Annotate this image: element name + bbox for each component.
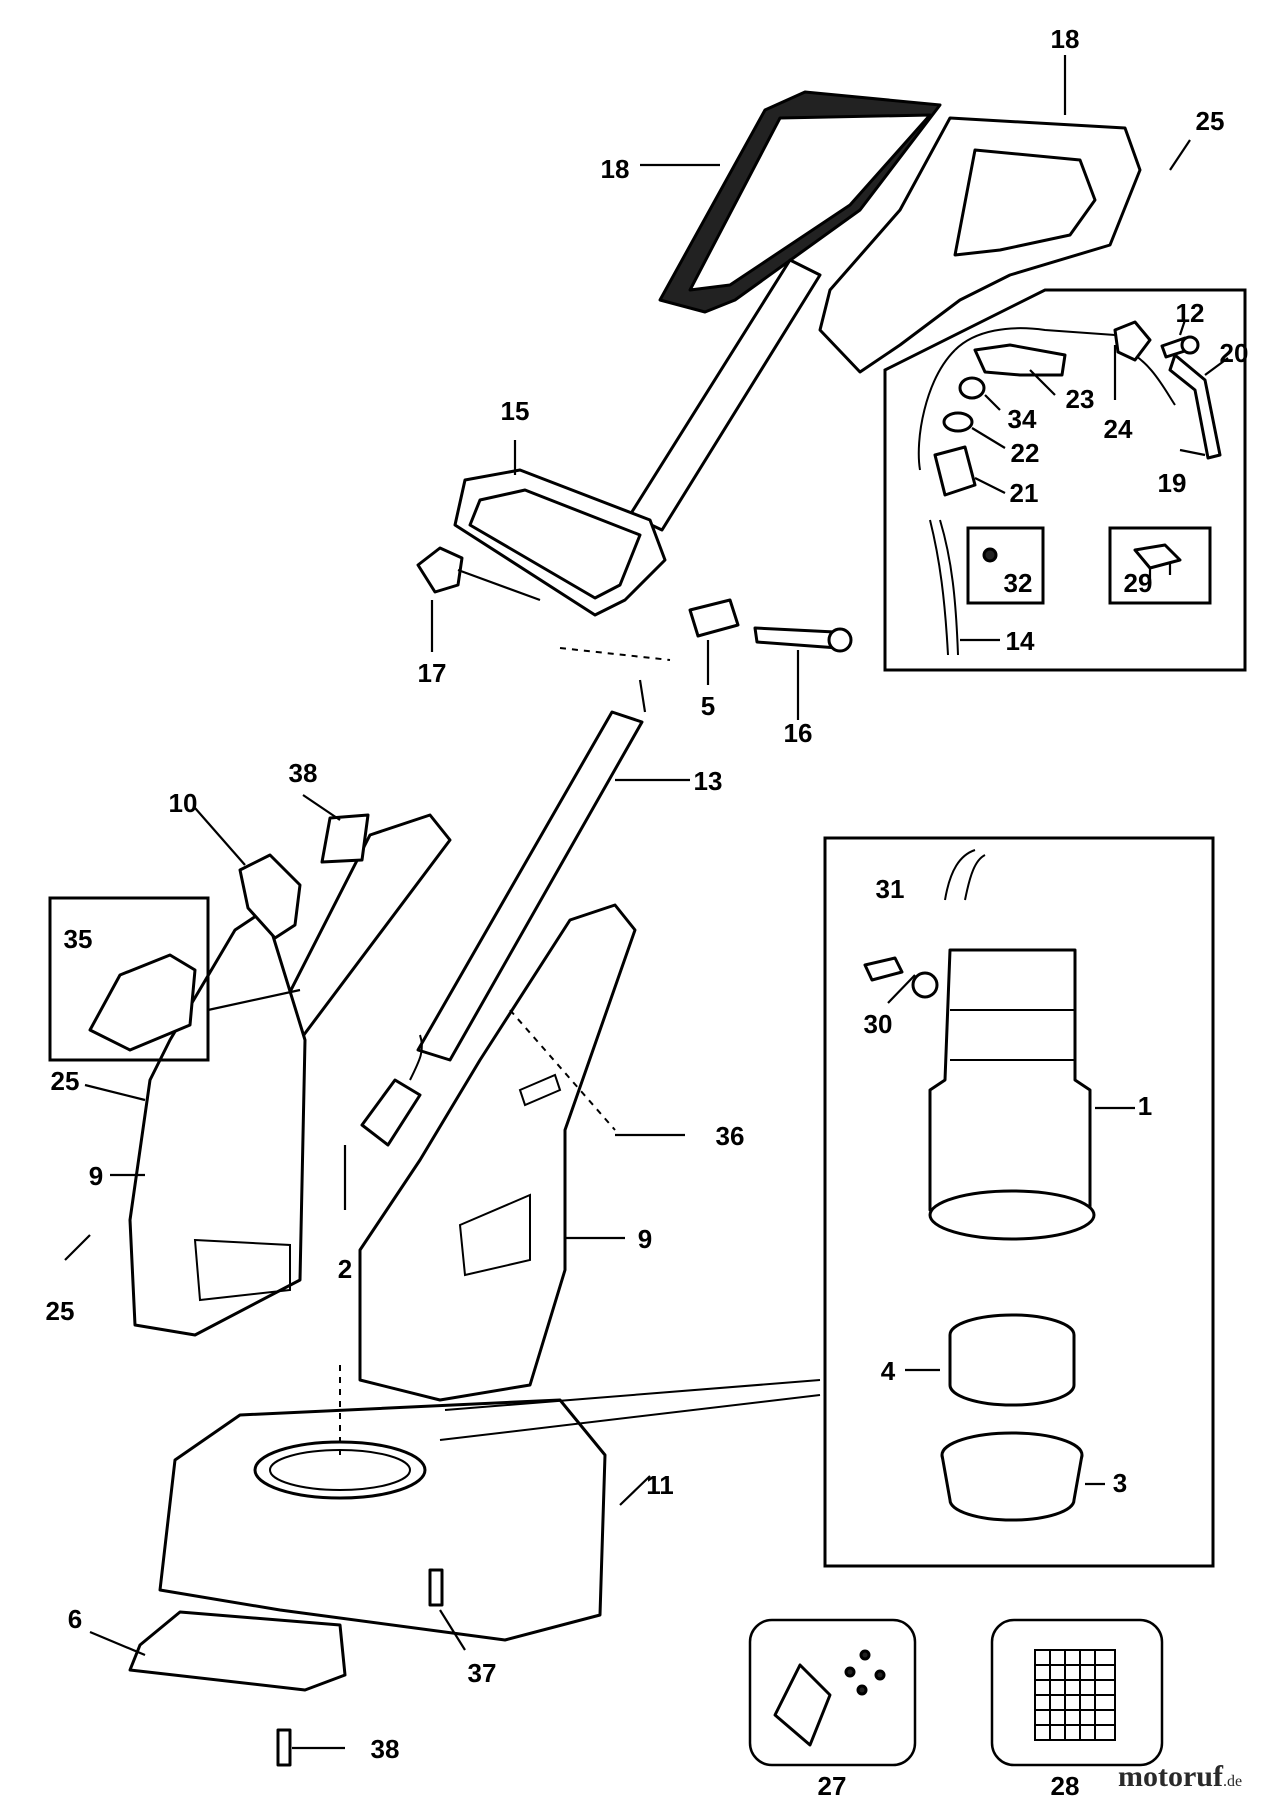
- clamp-assembly: [416, 468, 853, 661]
- callout-1: 1: [1138, 1091, 1152, 1121]
- guard-assembly: [128, 1365, 821, 1767]
- watermark-logo: motoruf.de: [1118, 1760, 1242, 1794]
- callout-14: 14: [1006, 626, 1035, 656]
- callout-38b: 38: [371, 1734, 400, 1764]
- callout-9b: 9: [638, 1224, 652, 1254]
- callout-5: 5: [701, 691, 715, 721]
- callout-18a: 18: [1051, 24, 1080, 54]
- callout-2: 2: [338, 1254, 352, 1284]
- switch-detail-box: [883, 288, 1247, 672]
- callout-15: 15: [501, 396, 530, 426]
- callout-25c: 25: [46, 1296, 75, 1326]
- callout-21: 21: [1010, 478, 1039, 508]
- watermark-brand: motoruf: [1118, 1760, 1223, 1793]
- callout-11: 11: [646, 1470, 674, 1500]
- callout-23: 23: [1066, 384, 1095, 414]
- leader-lines: [64, 55, 1229, 1750]
- callout-4: 4: [881, 1356, 896, 1386]
- left-housing: [48, 813, 452, 1337]
- callout-19: 19: [1158, 468, 1187, 498]
- callout-labels: 18 18 25 12 20 23 24 34 22 21 19 32 29 1…: [46, 24, 1249, 1800]
- motor-detail-box: [823, 836, 1215, 1568]
- callout-12: 12: [1176, 298, 1205, 328]
- callout-31: 31: [876, 874, 905, 904]
- callout-13: 13: [694, 766, 723, 796]
- callout-24: 24: [1104, 414, 1133, 444]
- callout-10: 10: [169, 788, 198, 818]
- accessory-boxes: [748, 1618, 1164, 1767]
- callout-29: 29: [1124, 568, 1153, 598]
- callout-28: 28: [1051, 1771, 1080, 1800]
- callout-22: 22: [1011, 438, 1040, 468]
- right-housing: [358, 903, 637, 1402]
- callout-3: 3: [1113, 1468, 1127, 1498]
- callout-27: 27: [818, 1771, 847, 1800]
- callout-6: 6: [68, 1604, 82, 1634]
- watermark-tld: .de: [1222, 1773, 1243, 1790]
- callout-25b: 25: [51, 1066, 80, 1096]
- callout-25a: 25: [1196, 106, 1225, 136]
- callout-32: 32: [1004, 568, 1033, 598]
- callout-9a: 9: [89, 1161, 103, 1191]
- handle-assembly: [628, 90, 1142, 532]
- callout-17: 17: [418, 658, 447, 688]
- callout-18b: 18: [601, 154, 630, 184]
- callout-38a: 38: [289, 758, 318, 788]
- callout-35: 35: [64, 924, 93, 954]
- callout-36: 36: [716, 1121, 745, 1151]
- callout-37: 37: [468, 1658, 497, 1688]
- callout-34: 34: [1008, 404, 1037, 434]
- callout-30: 30: [864, 1009, 893, 1039]
- lower-tube: [360, 679, 647, 1147]
- callout-20: 20: [1220, 338, 1249, 368]
- callout-16: 16: [784, 718, 813, 748]
